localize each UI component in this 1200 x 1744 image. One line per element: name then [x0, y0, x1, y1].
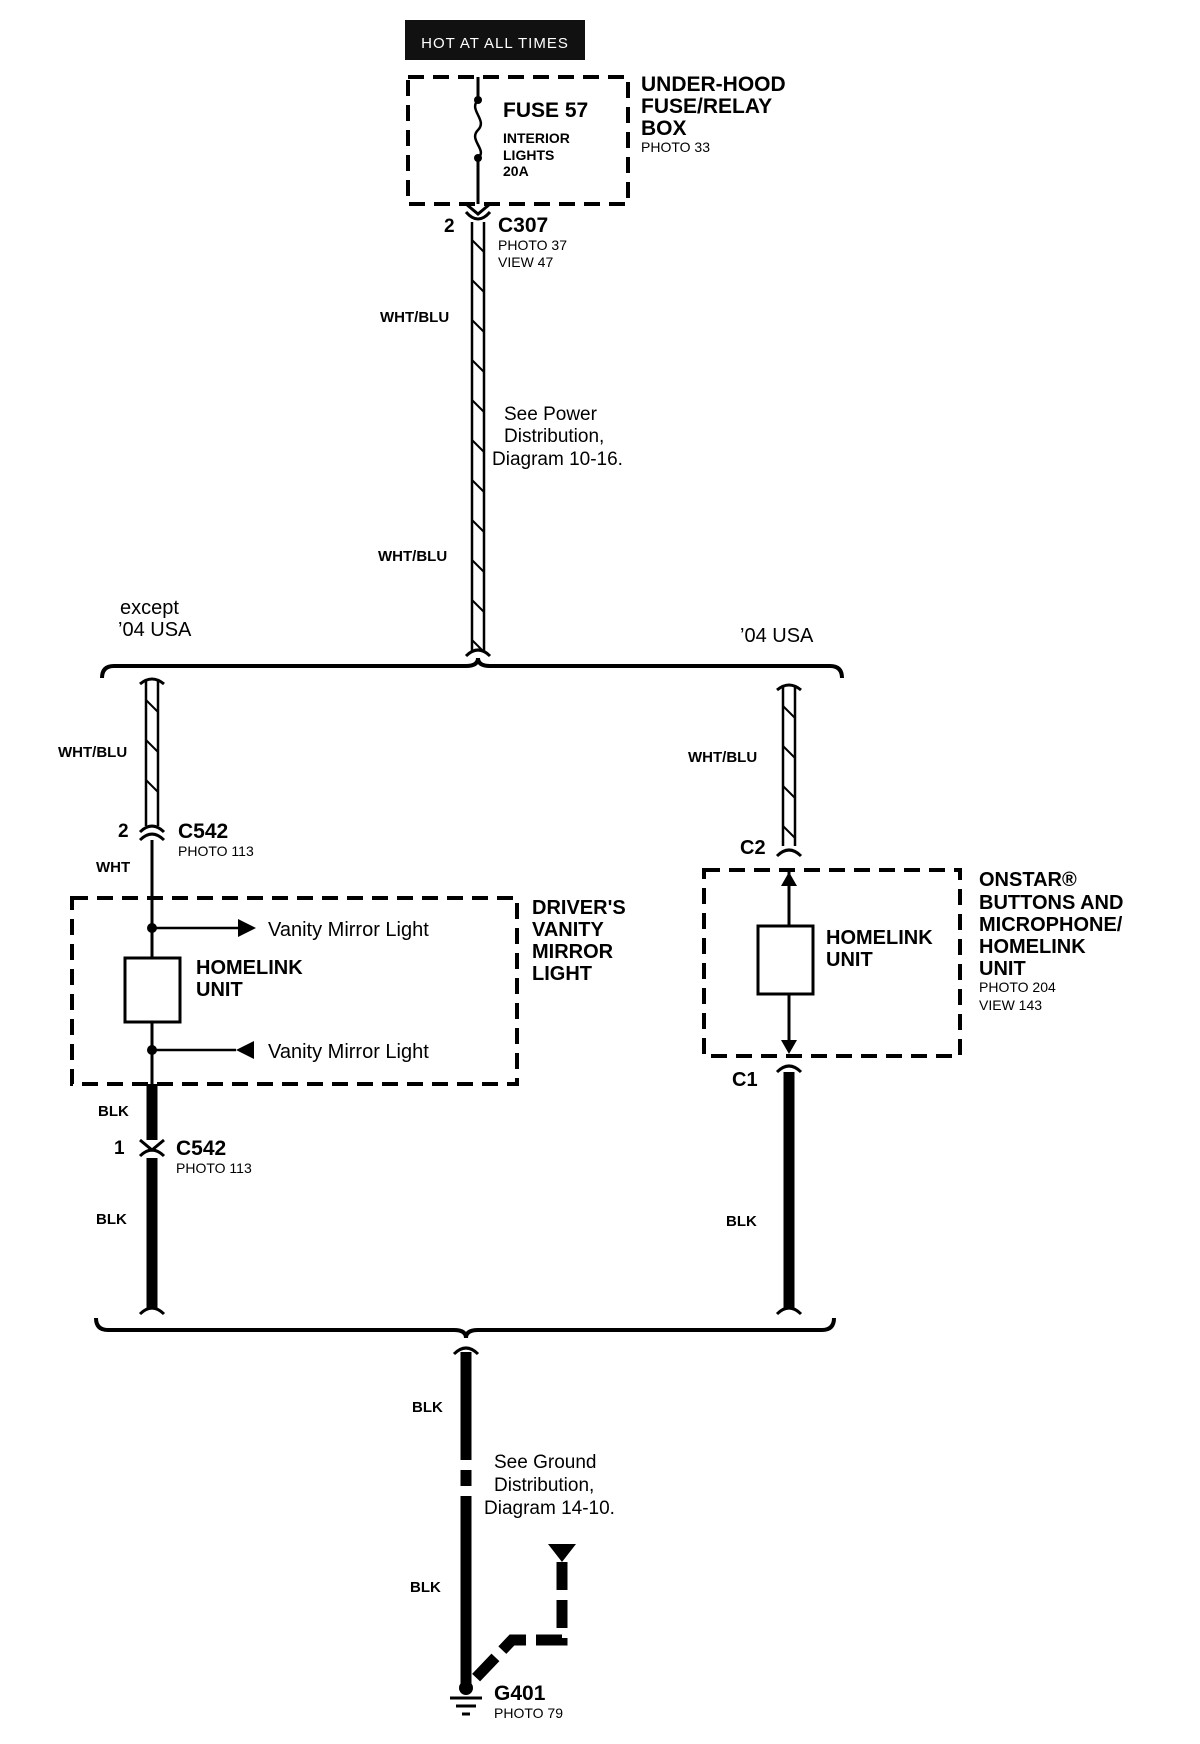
onstar-box-title-line-3: MICROPHONE/ — [979, 914, 1123, 936]
onstar-box-title-line-4: HOMELINK — [979, 936, 1086, 958]
vanity-box-title-line-3: MIRROR — [532, 941, 614, 963]
homelink-unit-left-box — [123, 956, 182, 1024]
c542-top-name: C542 — [178, 820, 228, 843]
ground-photo: PHOTO 79 — [494, 1705, 563, 1721]
onstar-c1-arrow — [781, 994, 797, 1054]
hot-label-background — [405, 20, 585, 60]
branch-left-label-line-2: ’04 USA — [118, 619, 192, 641]
fuse-box-photo: PHOTO 33 — [641, 139, 710, 155]
wire-wht-blu-main — [464, 222, 492, 658]
ground-symbol-icon — [450, 1681, 482, 1716]
ground-wire-color-2: BLK — [410, 1579, 441, 1596]
power-note-line-2: Distribution, — [504, 426, 604, 447]
secondary-ground-path — [466, 1544, 576, 1688]
c307-name: C307 — [498, 214, 548, 237]
vanity-box-title-line-1: DRIVER'S — [532, 897, 626, 919]
fuse-desc-line-1: INTERIOR — [503, 130, 570, 146]
ground-note-line-3: Diagram 14-10. — [484, 1498, 615, 1519]
c1-connector-symbol — [775, 1064, 803, 1074]
c542-bottom-name: C542 — [176, 1137, 226, 1160]
bottom-splice-bus — [94, 1317, 836, 1339]
c542-bottom-pin: 1 — [114, 1138, 125, 1159]
fuse-box-title-line-2: FUSE/RELAY — [641, 95, 772, 118]
c542-bottom-photo: PHOTO 113 — [176, 1160, 252, 1176]
c307-photo: PHOTO 37 — [498, 237, 567, 253]
right-wire-color-in: WHT/BLU — [688, 749, 757, 766]
c2-connector-symbol — [775, 848, 803, 858]
right-wire-color-blk: BLK — [726, 1213, 757, 1230]
fuse-box-title-line-1: UNDER-HOOD — [641, 73, 786, 96]
onstar-view: VIEW 143 — [979, 997, 1042, 1013]
c307-pin: 2 — [444, 216, 455, 237]
arrow-in-vanity-light — [152, 1041, 254, 1059]
homelink-unit-left-line-2: UNIT — [196, 979, 243, 1001]
power-note-line-1: See Power — [504, 404, 598, 425]
ground-wire-color-1: BLK — [412, 1399, 443, 1416]
arrow-out-label: Vanity Mirror Light — [268, 919, 429, 941]
ground-note-line-1: See Ground — [494, 1452, 596, 1473]
wire-wht-blu-right — [776, 683, 802, 846]
homelink-unit-left-line-1: HOMELINK — [196, 957, 303, 979]
fuse-box-title-line-3: BOX — [641, 117, 687, 140]
branch-right-label: ’04 USA — [740, 625, 814, 647]
homelink-unit-right-box — [756, 924, 815, 996]
left-wire-color-blk-2: BLK — [96, 1211, 127, 1228]
hot-at-all-times-label: HOT AT ALL TIMES — [405, 20, 585, 60]
fuse-box-outline — [406, 75, 630, 206]
c542-bottom-connector-symbol — [138, 1138, 166, 1158]
onstar-box-title-line-1: ONSTAR® — [979, 869, 1077, 891]
fuse-name: FUSE 57 — [503, 99, 588, 122]
c307-view: VIEW 47 — [498, 254, 553, 270]
top-splice-bus — [100, 657, 844, 679]
fuse-desc-line-3: 20A — [503, 163, 529, 179]
wire-wht-blu-left — [139, 677, 165, 826]
fuse-desc-line-2: LIGHTS — [503, 147, 554, 163]
c307-connector-symbol — [464, 202, 492, 221]
c542-top-connector-symbol — [138, 824, 166, 842]
c542-top-pin: 2 — [118, 821, 129, 842]
onstar-c2-arrow — [781, 872, 797, 926]
wire-color-top-1: WHT/BLU — [380, 309, 449, 326]
arrow-in-label: Vanity Mirror Light — [268, 1041, 429, 1063]
homelink-unit-right-line-1: HOMELINK — [826, 927, 933, 949]
fuse-57-symbol — [473, 77, 483, 204]
power-note-line-3: Diagram 10-16. — [492, 449, 623, 470]
vanity-mirror-box-outline — [70, 896, 519, 1086]
left-wire-color-in: WHT/BLU — [58, 744, 127, 761]
left-wire-color-wht: WHT — [96, 859, 130, 876]
arrow-out-vanity-light — [152, 919, 256, 937]
onstar-photo: PHOTO 204 — [979, 979, 1056, 995]
branch-left-label-line-1: except — [120, 597, 179, 619]
hot-label-text: HOT AT ALL TIMES — [421, 35, 569, 52]
onstar-box-title-line-2: BUTTONS AND — [979, 892, 1123, 914]
wire-color-top-2: WHT/BLU — [378, 548, 447, 565]
vanity-box-title-line-2: VANITY — [532, 919, 605, 941]
onstar-box-outline — [702, 868, 962, 1058]
homelink-unit-right-line-2: UNIT — [826, 949, 873, 971]
ground-note-line-2: Distribution, — [494, 1475, 594, 1496]
onstar-box-title-line-5: UNIT — [979, 958, 1026, 980]
c2-label: C2 — [740, 837, 766, 859]
left-wire-color-blk-1: BLK — [98, 1103, 129, 1120]
ground-name: G401 — [494, 1682, 546, 1705]
vanity-box-title-line-4: LIGHT — [532, 963, 592, 985]
c1-label: C1 — [732, 1069, 758, 1091]
c542-top-photo: PHOTO 113 — [178, 843, 254, 859]
